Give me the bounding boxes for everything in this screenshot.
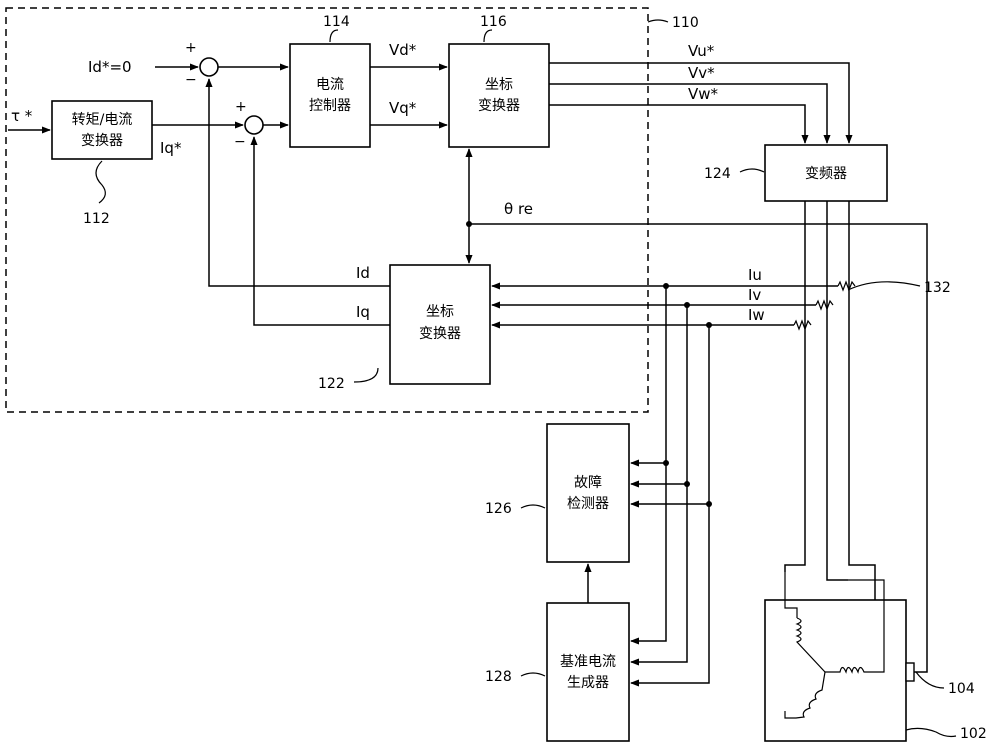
label-id: Id (356, 264, 370, 282)
block-label-line: 电流 (316, 77, 344, 93)
block-label-line: 基准电流 (560, 653, 616, 670)
block-label-line: 生成器 (567, 675, 609, 691)
block-label-line: 故障 (574, 475, 602, 491)
label-vv: Vv* (688, 64, 715, 82)
reference-leaders (95, 19, 957, 738)
block-label-line: 坐标 (426, 304, 454, 320)
current-sensor-icons (793, 280, 856, 331)
ref-124: 124 (704, 166, 731, 182)
current-controller-block: 电流 控制器 (289, 43, 371, 148)
ref-112: 112 (83, 211, 110, 227)
torque-current-converter-block: 转矩/电流 变换器 (51, 100, 153, 160)
ref-122: 122 (318, 376, 345, 392)
reference-current-generator-block: 基准电流 生成器 (546, 602, 630, 742)
summing-junction-d (199, 57, 219, 77)
ref-110: 110 (672, 15, 699, 31)
encoder-sensor (905, 662, 915, 682)
block-label-line: 控制器 (309, 98, 351, 114)
block-label-line: 坐标 (485, 77, 513, 93)
fault-detector-block: 故障 检测器 (546, 423, 630, 563)
label-iq: Iq (356, 303, 370, 321)
block-label-line: 转矩/电流 (72, 112, 133, 128)
ref-132: 132 (924, 280, 951, 296)
minus-sign-q: − (234, 134, 246, 150)
label-vq: Vq* (389, 99, 417, 117)
block-label-line: 变频器 (805, 166, 847, 182)
ref-128: 128 (485, 669, 512, 685)
label-iq-ref: Iq* (160, 139, 182, 157)
minus-sign-d: − (185, 72, 197, 88)
block-label-line: 变换器 (478, 97, 520, 114)
label-vw: Vw* (688, 85, 719, 103)
label-iv: Iv (748, 286, 761, 304)
label-iu: Iu (748, 266, 762, 284)
motor-block (764, 572, 915, 742)
ref-102: 102 (960, 726, 987, 742)
label-tau: τ * (11, 107, 33, 125)
motor-windings-icon (784, 572, 885, 719)
ref-116: 116 (480, 14, 507, 30)
block-label-line: 变换器 (419, 325, 461, 342)
controller-boundary (5, 7, 649, 413)
coordinate-converter-bottom-block: 坐标 变换器 (389, 264, 491, 385)
label-iw: Iw (748, 306, 765, 324)
ref-126: 126 (485, 501, 512, 517)
label-theta: θ re (504, 200, 533, 218)
coordinate-converter-top-block: 坐标 变换器 (448, 43, 550, 148)
label-vd: Vd* (389, 41, 417, 59)
block-label-line: 检测器 (567, 496, 609, 512)
summing-junction-q (244, 115, 264, 135)
ref-114: 114 (323, 14, 350, 30)
inverter-block: 变频器 (764, 144, 888, 202)
signal-wires (8, 62, 928, 687)
ref-104: 104 (948, 681, 975, 697)
label-id-ref: Id*=0 (88, 58, 132, 76)
block-label-line: 变换器 (81, 132, 123, 149)
label-vu: Vu* (688, 42, 715, 60)
plus-sign-q: + (235, 99, 247, 115)
plus-sign-d: + (185, 40, 197, 56)
